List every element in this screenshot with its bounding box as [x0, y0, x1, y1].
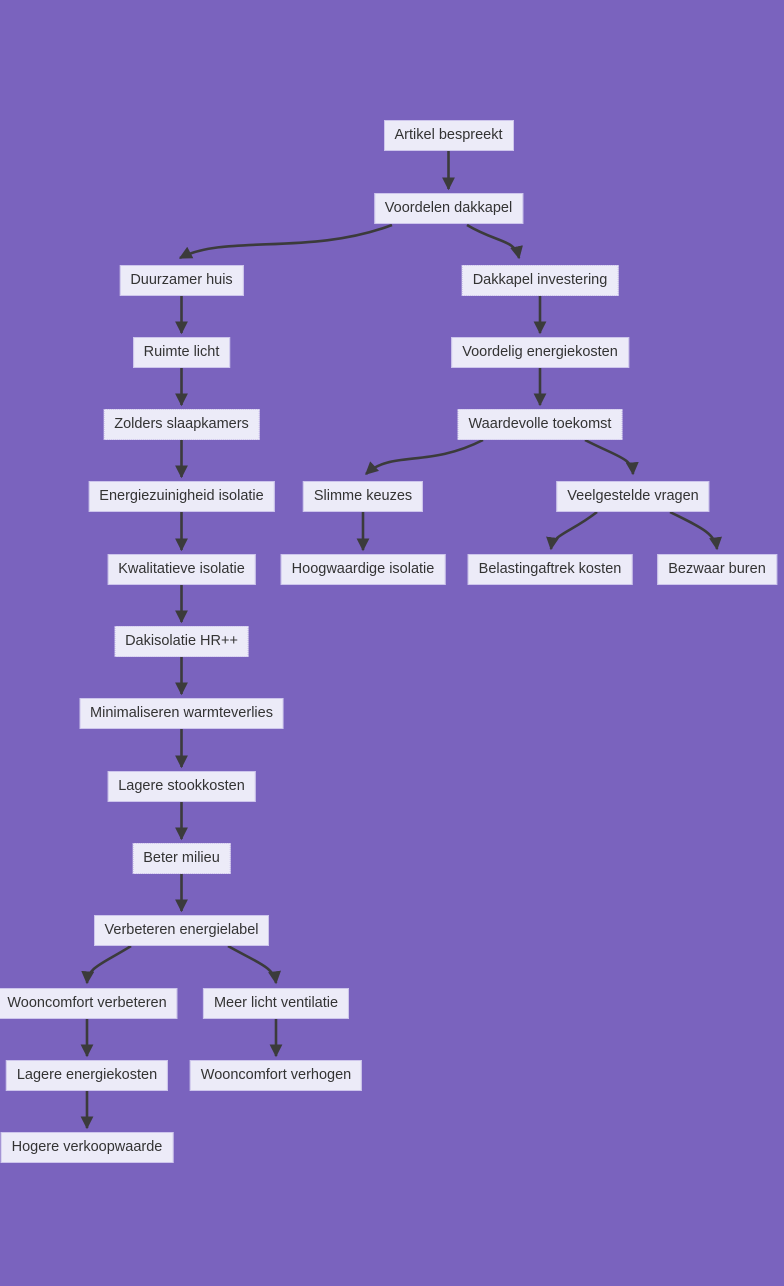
node-belastingaftrek-kosten: Belastingaftrek kosten — [467, 554, 633, 585]
node-lagere-stookkosten: Lagere stookkosten — [107, 771, 256, 802]
edge-verbeteren-wooncomfortverb — [81, 944, 132, 985]
node-voordelen-dakkapel: Voordelen dakkapel — [373, 193, 524, 224]
node-dakkapel-investering: Dakkapel investering — [461, 265, 619, 296]
node-verbeteren-energielabel: Verbeteren energielabel — [93, 915, 270, 946]
node-wooncomfort-verbeteren: Wooncomfort verbeteren — [0, 988, 178, 1019]
node-waardevolle-toekomst: Waardevolle toekomst — [457, 409, 623, 440]
node-meer-licht-ventilatie: Meer licht ventilatie — [202, 988, 350, 1019]
node-voordelig-energiekosten: Voordelig energiekosten — [451, 337, 629, 368]
node-hogere-verkoopwaarde: Hogere verkoopwaarde — [0, 1132, 174, 1163]
edge-voordelen-dakkapelinv — [466, 223, 523, 260]
edge-veelgestelde-belastingaftrek — [546, 510, 598, 551]
node-hoogwaardige-isolatie: Hoogwaardige isolatie — [280, 554, 446, 585]
edge-voordelen-duurzamer — [178, 223, 393, 260]
node-ruimte-licht: Ruimte licht — [132, 337, 231, 368]
node-lagere-energiekosten: Lagere energiekosten — [5, 1060, 169, 1091]
node-veelgestelde-vragen: Veelgestelde vragen — [556, 481, 710, 512]
node-zolders-slaapkamers: Zolders slaapkamers — [103, 409, 260, 440]
node-artikel-bespreekt: Artikel bespreekt — [383, 120, 514, 151]
node-kwalitatieve-isolatie: Kwalitatieve isolatie — [107, 554, 256, 585]
node-slimme-keuzes: Slimme keuzes — [302, 481, 424, 512]
edge-waardevolle-veelgestelde — [584, 438, 639, 476]
edge-waardevolle-slimme — [365, 438, 484, 475]
node-bezwaar-buren: Bezwaar buren — [657, 554, 777, 585]
node-beter-milieu: Beter milieu — [132, 843, 231, 874]
node-minimaliseren-warmteverlies: Minimaliseren warmteverlies — [79, 698, 284, 729]
edge-veelgestelde-bezwaar — [669, 510, 722, 551]
edge-verbeteren-meerlicht — [227, 944, 281, 985]
node-energiezuinigheid-isolatie: Energiezuinigheid isolatie — [88, 481, 275, 512]
node-dakisolatie-hr: Dakisolatie HR++ — [114, 626, 249, 657]
node-duurzamer-huis: Duurzamer huis — [119, 265, 244, 296]
node-wooncomfort-verhogen: Wooncomfort verhogen — [189, 1060, 363, 1091]
